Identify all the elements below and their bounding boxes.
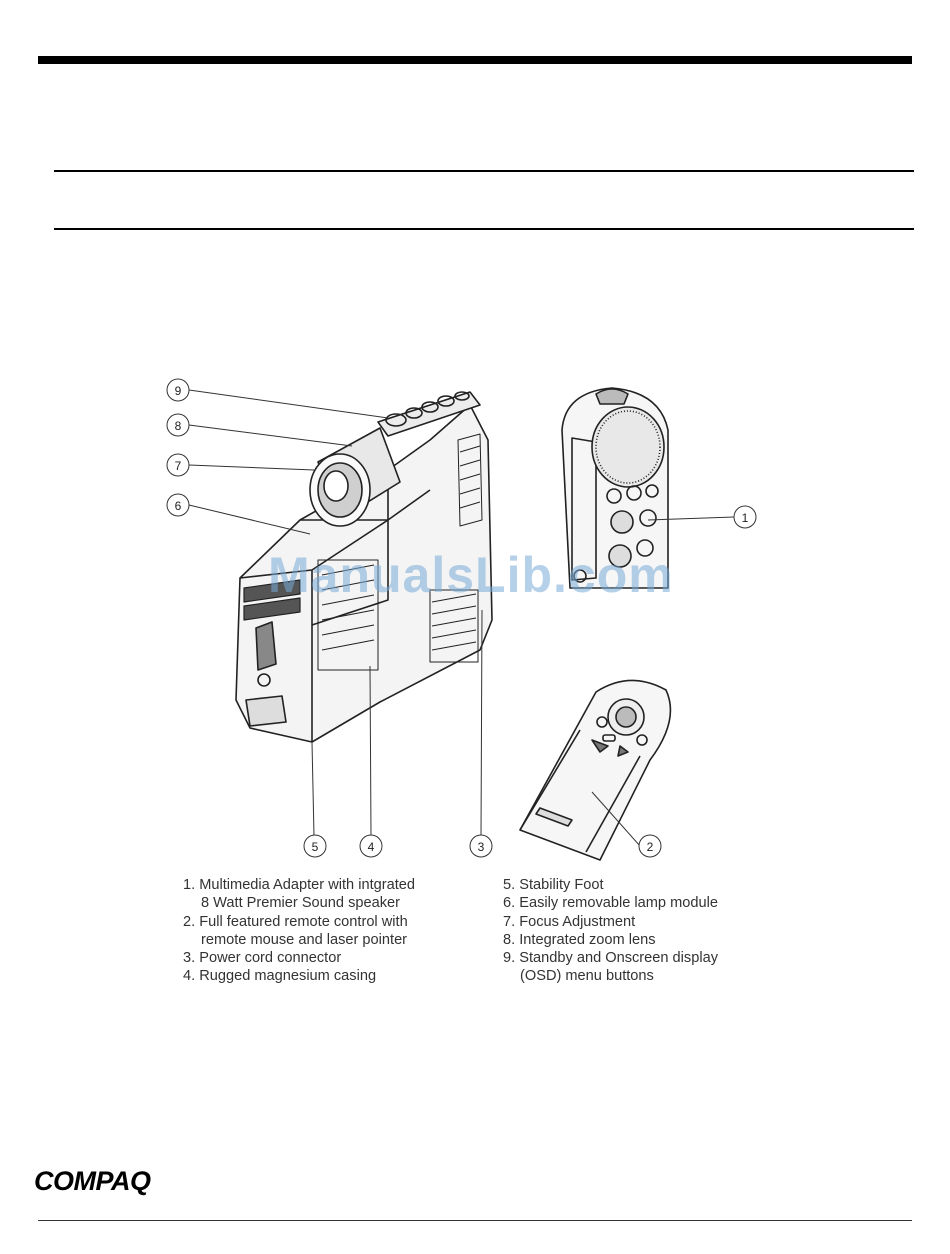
legend-item-2: 2. Full featured remote control with [183,913,408,930]
legend-item-9-cont: (OSD) menu buttons [520,968,654,985]
callout-1-label: 1 [742,511,749,525]
osd-buttons [377,391,481,437]
legend-item-8: 8. Integrated zoom lens [503,931,656,948]
header-thick-rule [38,56,912,64]
section-rule-bottom [54,228,914,230]
legend-item-5: 5. Stability Foot [503,877,604,893]
legend-item-7: 7. Focus Adjustment [503,913,636,930]
callout-4: 4 [359,834,383,858]
section-rule-top [54,170,914,172]
remote-control [519,679,672,861]
callout-7: 7 [166,453,190,477]
callout-6-label: 6 [175,499,182,513]
callout-8-label: 8 [175,419,182,433]
legend-left: 1. Multimedia Adapter with intgrated 8 W… [183,876,415,986]
legend-right: 5. Stability Foot 6. Easily removable la… [503,876,718,986]
legend-item-1: 1. Multimedia Adapter with intgrated [183,877,416,893]
compaq-logo: COMPAQ [34,1166,151,1196]
callout-5-label: 5 [312,840,319,854]
legend-item-6: 6. Easily removable lamp module [503,895,718,912]
side-view-speaker [561,387,669,589]
callout-9-label: 9 [175,384,182,398]
footer-rule [38,1220,912,1221]
callout-8: 8 [166,413,190,437]
callout-3: 3 [469,834,493,858]
zoom-lens [309,427,401,527]
callout-1: 1 [733,505,757,529]
front-foot [245,695,287,727]
callout-6: 6 [166,493,190,517]
legend-item-9: 9. Standby and Onscreen display [503,950,718,967]
front-grille [243,579,301,621]
legend-item-1-cont: 8 Watt Premier Sound speaker [201,895,400,912]
legend-item-4: 4. Rugged magnesium casing [183,968,377,985]
callout-4-label: 4 [368,840,375,854]
callout-5: 5 [303,834,327,858]
legend-item-2-cont: remote mouse and laser pointer [201,931,408,948]
callout-2-label: 2 [647,840,654,854]
side-vents [317,433,483,671]
callout-9: 9 [166,378,190,402]
callout-3-label: 3 [478,840,485,854]
watermark: ManualsLib.com [268,547,674,603]
callout-2: 2 [638,834,662,858]
legend-item-3: 3. Power cord connector [183,950,342,967]
callout-7-label: 7 [175,459,182,473]
